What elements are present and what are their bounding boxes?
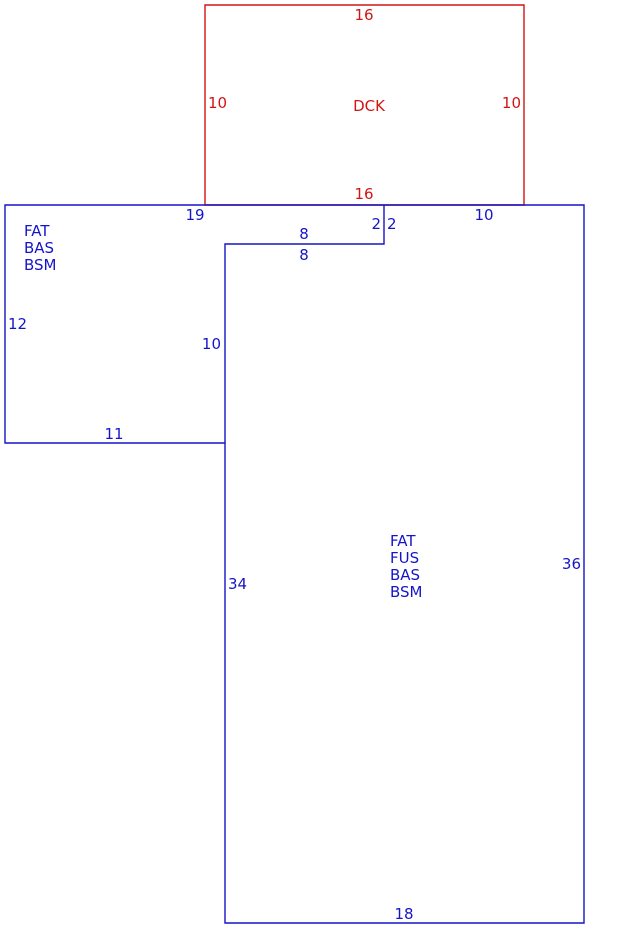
upper-left-dim-bottom: 11 (104, 425, 123, 443)
upper-left-dim-inner-right: 10 (202, 335, 221, 353)
main-dim-left: 34 (228, 575, 247, 593)
main-area-label-3: BAS (390, 566, 420, 584)
main-dim-right: 36 (562, 555, 581, 573)
main-dim-top: 10 (474, 206, 493, 224)
main-area-label-1: FAT (390, 532, 416, 550)
deck-area-label: DCK (353, 97, 386, 115)
main-area-label-2: FUS (390, 549, 419, 567)
deck-dim-bottom: 16 (354, 185, 373, 203)
notch-dim-left: 2 (371, 215, 381, 233)
main-dim-bottom: 18 (394, 905, 413, 923)
notch-dim-right: 2 (387, 215, 397, 233)
notch-line (224, 205, 385, 443)
deck-dim-right: 10 (502, 94, 521, 112)
house-outline (4, 204, 585, 924)
upper-left-area-label-1: FAT (24, 222, 50, 240)
upper-left-dim-left: 12 (8, 315, 27, 333)
upper-left-area-label-3: BSM (24, 256, 57, 274)
upper-left-area-label-2: BAS (24, 239, 54, 257)
notch-dim-bottom: 8 (299, 246, 309, 264)
notch-dim-top: 8 (299, 225, 309, 243)
deck-dim-top: 16 (354, 6, 373, 24)
main-area-label-4: BSM (390, 583, 423, 601)
deck-dim-left: 10 (208, 94, 227, 112)
upper-left-dim-top: 19 (185, 206, 204, 224)
